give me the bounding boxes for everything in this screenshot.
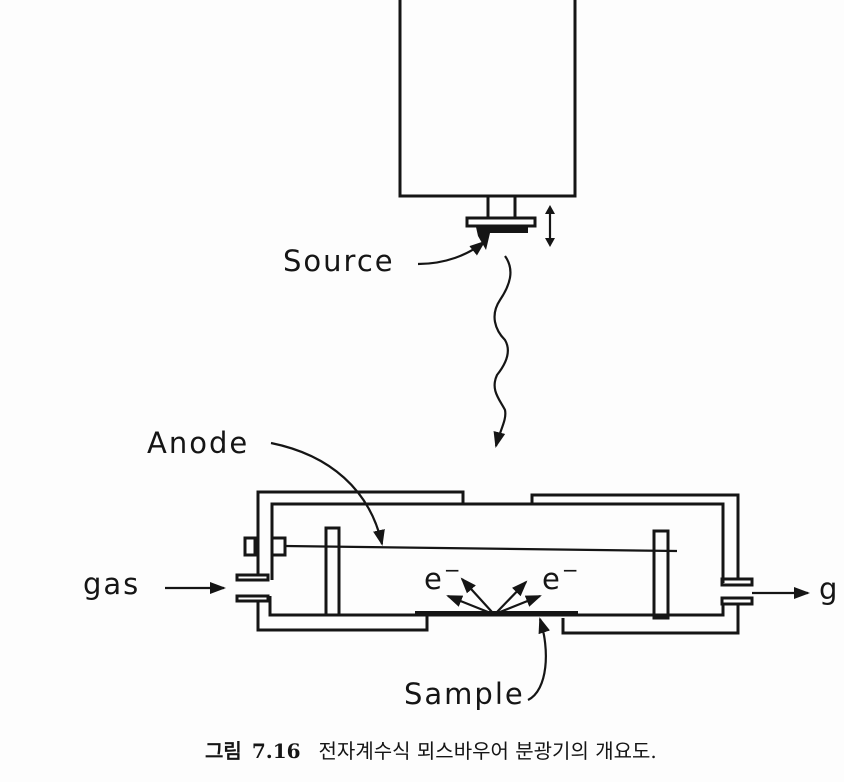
source-label: Source	[283, 244, 395, 278]
gas-inlet-upper-plate	[235, 573, 270, 582]
anode-pointer	[270, 441, 385, 546]
right-support-post	[652, 529, 670, 620]
sample-label: Sample	[404, 677, 525, 711]
electron-emission-arrows	[446, 577, 542, 614]
electron-label-right: e−	[542, 558, 581, 596]
anode-wire	[284, 544, 678, 553]
gas-outlet-lower-plate	[720, 596, 754, 606]
source-pointer	[417, 240, 486, 266]
gas-outlet-upper-plate	[720, 577, 754, 587]
drive-unit	[398, 0, 577, 198]
anode-label: Anode	[147, 426, 249, 460]
gas-outlet-label: g	[819, 572, 839, 606]
source	[476, 227, 528, 250]
source-holder-stem	[486, 194, 517, 220]
sample-pointer	[527, 617, 551, 701]
sample	[415, 611, 578, 616]
gamma-ray	[493, 255, 512, 448]
feedthrough-outer	[243, 536, 257, 557]
electron-label-left: e−	[424, 558, 463, 596]
gas-inlet-label: gas	[83, 567, 140, 601]
motion-double-arrow-icon	[545, 205, 555, 247]
feedthrough-inner	[270, 536, 287, 557]
source-holder-plate	[465, 216, 537, 228]
left-support-post	[324, 526, 341, 617]
gas-inlet-lower-plate	[235, 594, 270, 603]
counter-housing	[235, 490, 754, 635]
